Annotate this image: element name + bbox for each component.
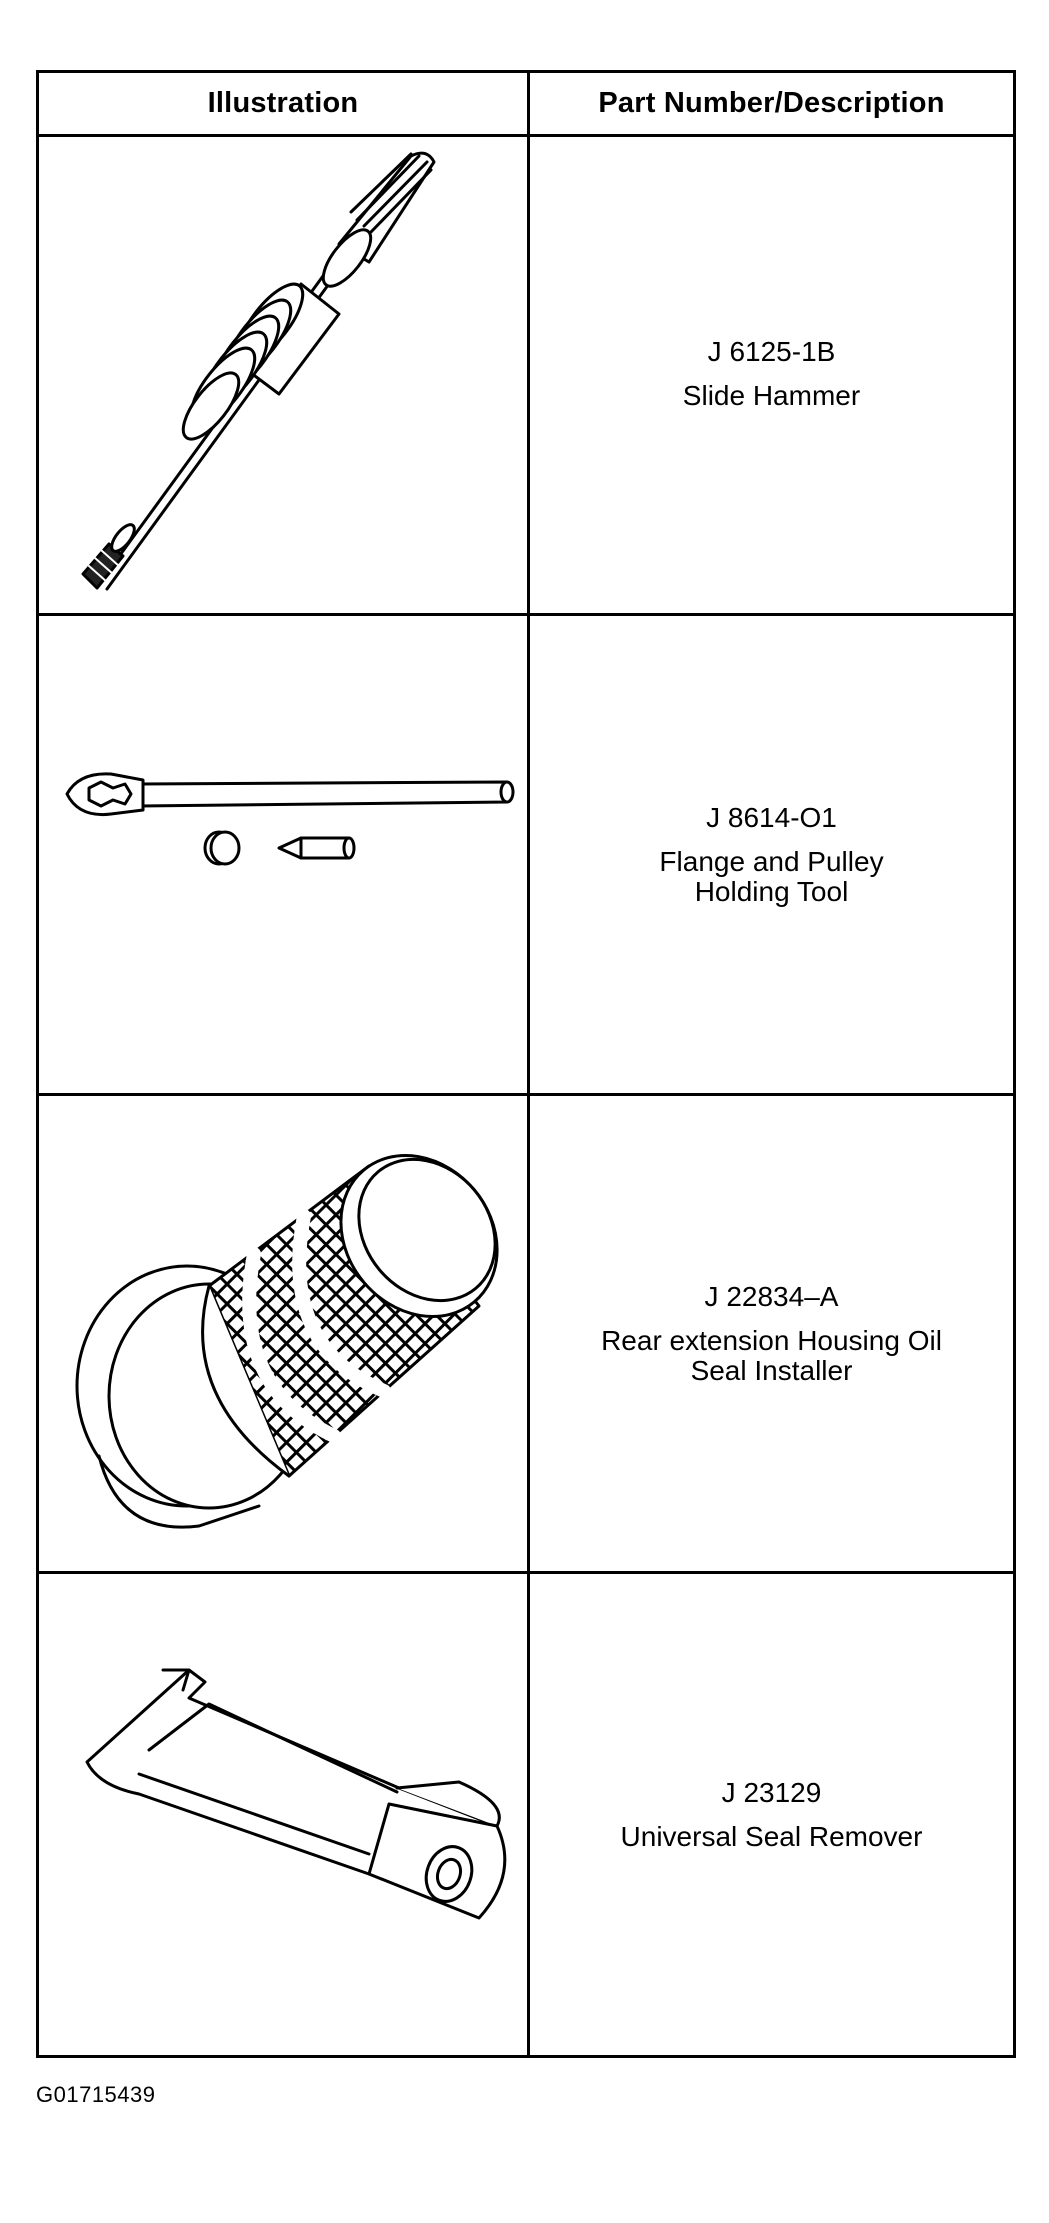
part-number: J 6125-1B xyxy=(707,335,836,367)
part-description-cell: J 23129 Universal Seal Remover xyxy=(530,1574,1013,2055)
part-description-cell: J 8614-O1 Flange and Pulley Holding Tool xyxy=(530,616,1013,1093)
part-description: Slide Hammer xyxy=(682,379,861,411)
header-part-number: Part Number/Description xyxy=(598,87,945,119)
row-divider xyxy=(39,1571,1013,1574)
table-row: J 8614-O1 Flange and Pulley Holding Tool xyxy=(39,616,1013,1093)
seal-installer-icon xyxy=(39,1096,527,1571)
figure-id: G01715439 xyxy=(36,2082,156,2107)
slide-hammer-icon xyxy=(39,134,527,613)
part-number: J 8614-O1 xyxy=(706,801,837,833)
part-number: J 22834–A xyxy=(704,1280,839,1312)
column-divider xyxy=(527,73,530,2055)
flange-holding-tool-icon xyxy=(39,616,527,1093)
seal-remover-icon xyxy=(39,1574,527,2055)
header-illustration: Illustration xyxy=(207,87,359,119)
part-number: J 23129 xyxy=(721,1776,822,1808)
tool-table: Illustration Part Number/Description xyxy=(36,70,1016,2058)
part-description: Universal Seal Remover xyxy=(620,1820,923,1852)
row-divider xyxy=(39,613,1013,616)
table-header: Illustration Part Number/Description xyxy=(39,73,1013,137)
part-description: Flange and Pulley Holding Tool xyxy=(659,845,884,907)
table-row: J 23129 Universal Seal Remover xyxy=(39,1574,1013,2055)
row-divider xyxy=(39,1093,1013,1096)
table-row: J 22834–A Rear extension Housing Oil Sea… xyxy=(39,1096,1013,1571)
table-row: J 6125-1B Slide Hammer xyxy=(39,134,1013,613)
part-description: Rear extension Housing Oil Seal Installe… xyxy=(601,1324,942,1386)
part-description-cell: J 22834–A Rear extension Housing Oil Sea… xyxy=(530,1096,1013,1571)
part-description-cell: J 6125-1B Slide Hammer xyxy=(530,134,1013,613)
